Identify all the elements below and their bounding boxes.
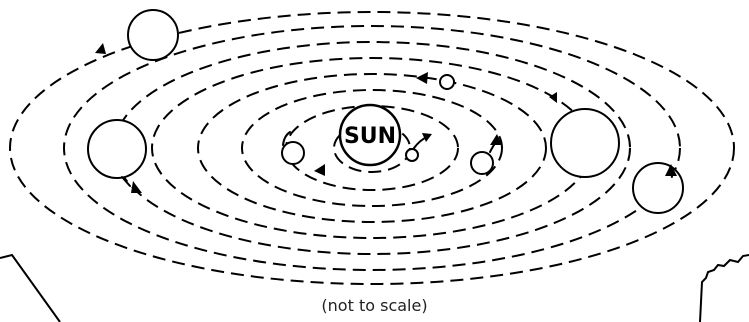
arrow-head bbox=[314, 164, 325, 176]
arrow-head bbox=[422, 133, 432, 142]
arrow-head bbox=[549, 92, 557, 103]
planet-1 bbox=[406, 149, 418, 161]
planet-2 bbox=[282, 142, 304, 164]
planet-8 bbox=[633, 163, 683, 213]
arrow-head bbox=[131, 181, 142, 193]
caption: (not to scale) bbox=[0, 296, 749, 315]
sun-label: SUN bbox=[344, 124, 396, 149]
planet-7 bbox=[128, 10, 178, 60]
planet-3 bbox=[440, 75, 454, 89]
planet-6 bbox=[551, 109, 619, 177]
planet-5 bbox=[88, 120, 146, 178]
arrow-head bbox=[416, 72, 428, 84]
planet-4 bbox=[471, 152, 493, 174]
arrow-head bbox=[95, 43, 106, 54]
